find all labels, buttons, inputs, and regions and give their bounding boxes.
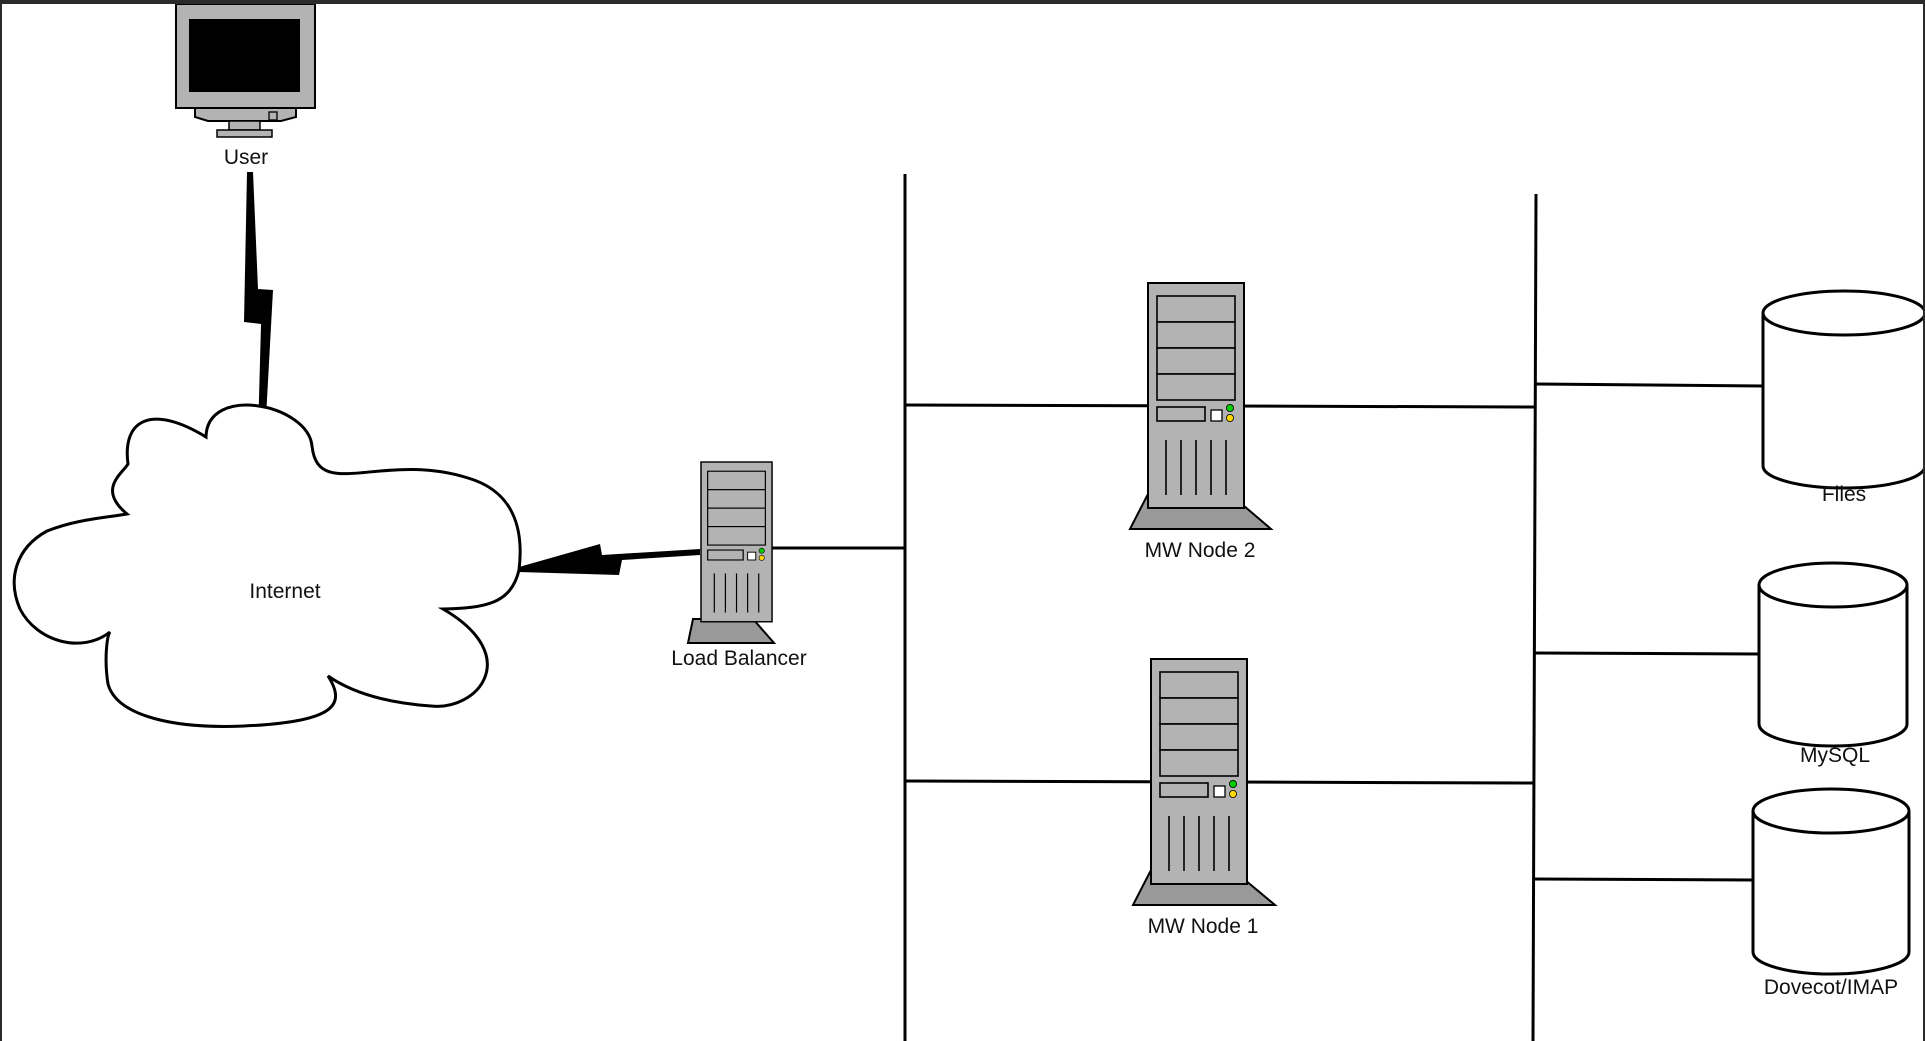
mw-node-2-server-icon (1128, 282, 1274, 530)
bus-to-mysql-link (1534, 651, 1759, 656)
mysql-label: MySQL (1800, 744, 1870, 767)
user-monitor-icon (175, 4, 316, 138)
diagram-canvas: User Internet Load Balancer MW Node 2 MW… (2, 4, 1923, 1041)
user-label: User (224, 146, 268, 169)
mysql-database-icon (1757, 561, 1909, 748)
mw-node-1-server-icon (1131, 658, 1278, 906)
user-internet-lightning-link (244, 172, 273, 436)
back-network-bus (1531, 193, 1538, 1041)
mw-node-1-label: MW Node 1 (1148, 915, 1259, 938)
internet-cloud-icon (12, 403, 522, 728)
dovecot-imap-label: Dovecot/IMAP (1764, 976, 1898, 999)
internet-lb-lightning-link (519, 544, 700, 575)
bus-to-dovecot-link (1533, 877, 1755, 882)
mw-node-2-label: MW Node 2 (1145, 539, 1256, 562)
internet-label: Internet (249, 580, 320, 603)
load-balancer-label: Load Balancer (671, 647, 806, 670)
dovecot-imap-database-icon (1751, 787, 1911, 976)
files-database-icon (1761, 289, 1923, 490)
load-balancer-server-icon (686, 461, 777, 644)
files-label: Files (1822, 483, 1866, 506)
bus-to-files-link (1535, 382, 1764, 388)
